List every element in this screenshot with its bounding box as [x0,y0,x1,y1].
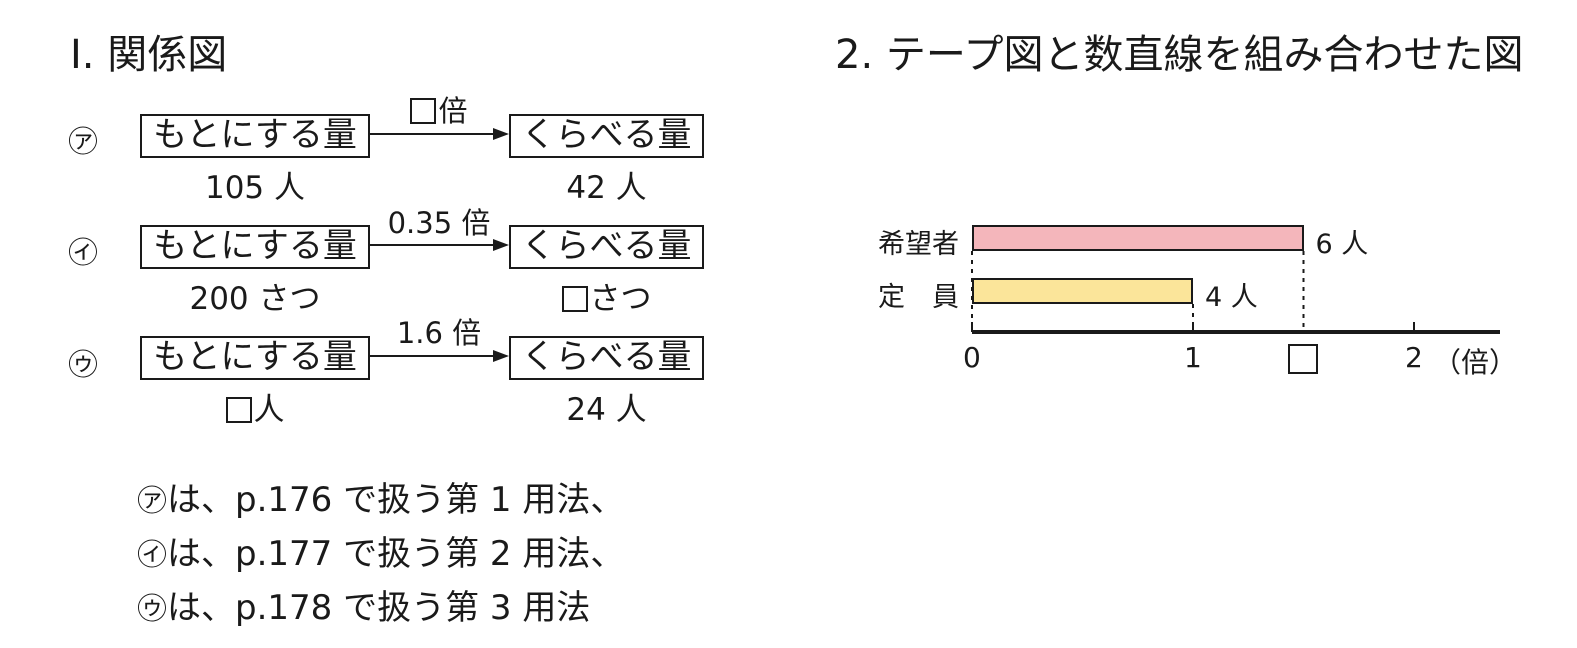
compared-quantity-box: くらべる量 [509,114,704,158]
row-mark: ㋑ [68,236,98,271]
axis-tick-label: 1 [1184,341,1202,374]
base-value: 200 さつ [189,281,321,317]
compared-value: さつ [509,273,704,318]
blank-box [561,286,588,312]
section2-title: 2. テープ図と数直線を組み合わせた図 [835,32,1524,78]
usage-note: ㋒は、p.178 で扱う第 3 用法 [137,588,591,628]
usage-note: ㋐は、p.176 で扱う第 1 用法、 [137,480,625,520]
number-line [971,251,1500,334]
base-quantity-box: もとにする量 [140,336,370,380]
arrow [370,350,509,362]
answer-blank-box [1287,344,1320,378]
usage-note: ㋑は、p.177 で扱う第 2 用法、 [137,534,625,574]
section1-title: Ⅰ. 関係図 [70,32,228,78]
arrow [370,128,509,140]
tape-label-applicants: 希望者 [878,229,959,260]
base-quantity-box: もとにする量 [140,114,370,158]
axis-tick-label: 0 [963,341,981,374]
tape-bar-capacity [972,278,1193,304]
compared-value: 42 人 [566,170,647,206]
tape-label-capacity: 定 員 [878,282,959,313]
tape-value-capacity: 4 人 [1205,282,1258,313]
axis-tick-label: 2 [1405,341,1423,374]
blank-box [410,98,437,124]
row-mark: ㋒ [68,348,98,383]
row-mark: ㋐ [68,125,98,160]
arrow [370,239,509,251]
tape-bar-applicants [972,225,1304,251]
operator-label: 0.35 倍 [387,206,491,240]
blank-box [225,397,252,423]
compared-value: 24 人 [566,392,647,428]
compared-quantity-box: くらべる量 [509,336,704,380]
compared-quantity-box: くらべる量 [509,225,704,269]
tape-value-applicants: 6 人 [1315,229,1369,260]
base-value: 105 人 [204,170,306,206]
operator-label: 倍 [370,88,508,130]
axis-unit: （倍） [1433,346,1518,379]
base-value: 人 [140,384,370,429]
base-quantity-box: もとにする量 [140,225,370,269]
operator-label: 1.6 倍 [396,316,482,350]
